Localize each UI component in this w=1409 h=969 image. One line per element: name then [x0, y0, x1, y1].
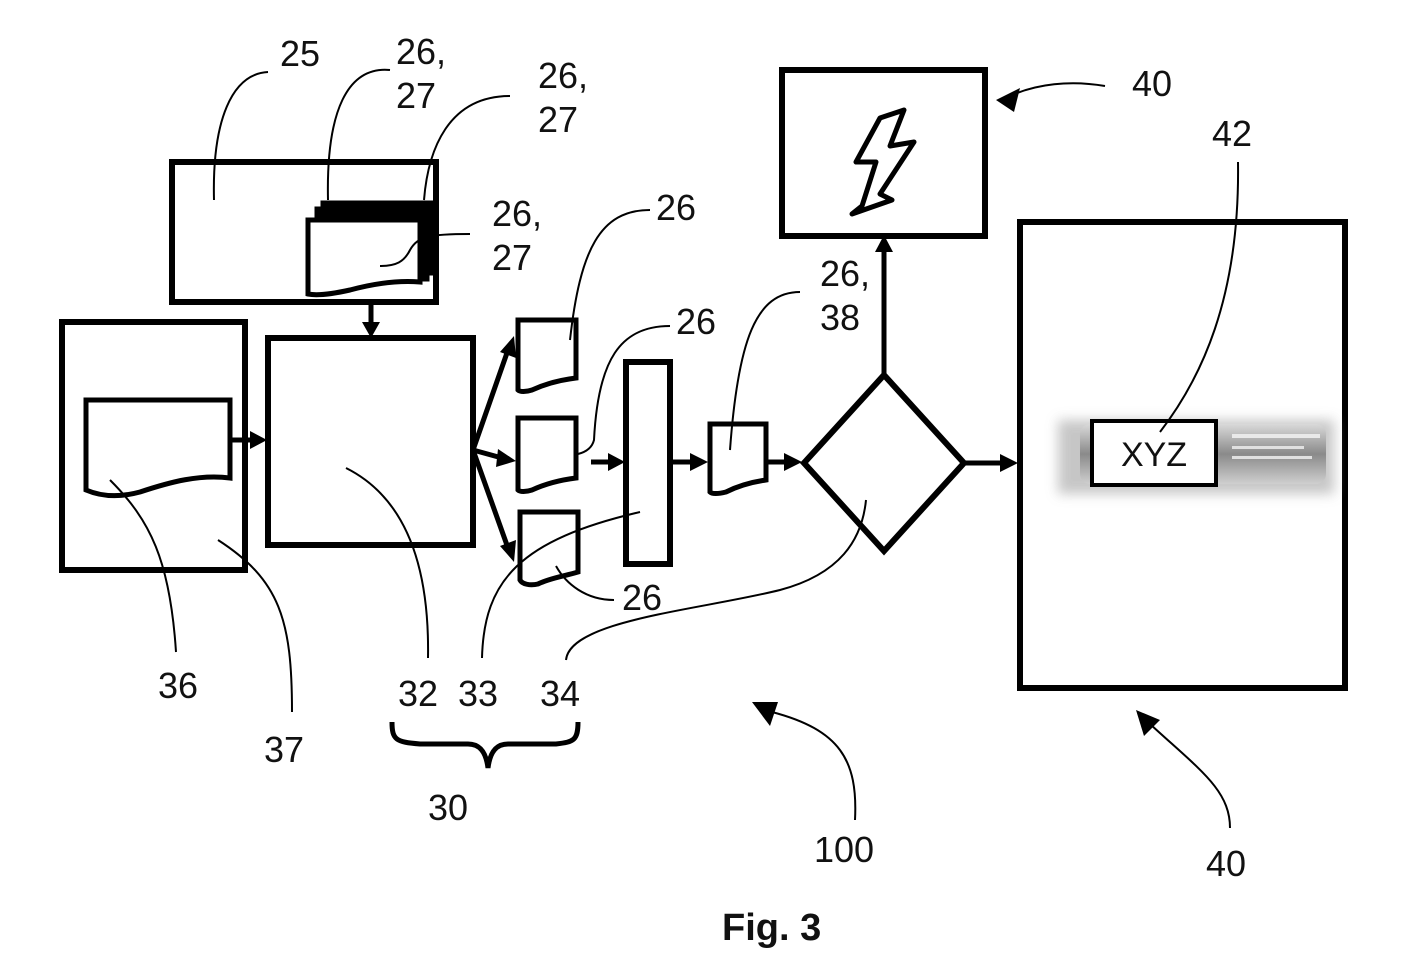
label-37: 37 [264, 729, 304, 770]
stacked-document-front [308, 220, 420, 295]
reference-arrow-40-top [1010, 83, 1105, 96]
battery-label-text: XYZ [1121, 436, 1187, 474]
battery-print-line [1232, 456, 1312, 459]
label-36: 36 [158, 665, 198, 706]
label-30: 30 [428, 787, 468, 828]
label-25: 25 [280, 33, 320, 74]
figure-caption: Fig. 3 [722, 907, 821, 949]
label-26-27-c-line2: 27 [492, 237, 532, 278]
label-26-38-line2: 38 [820, 297, 860, 338]
battery-print-line [1232, 446, 1304, 449]
arrowhead [752, 702, 778, 726]
arrowhead [1000, 454, 1018, 472]
label-26-top: 26 [656, 187, 696, 228]
leader-34 [566, 500, 866, 660]
group-brace-30 [392, 722, 578, 768]
label-26-27-c-line1: 26, [492, 193, 542, 234]
filter-bar-33 [626, 362, 670, 564]
label-26-27-b-line2: 27 [538, 99, 578, 140]
output-document-bottom [520, 512, 578, 585]
arrowhead [608, 453, 625, 471]
arrowhead [1136, 710, 1160, 736]
output-document-top [518, 320, 576, 392]
leader-26-top [570, 210, 650, 340]
arrow-32-to-doc-top [473, 350, 508, 450]
label-26-38-line1: 26, [820, 253, 870, 294]
label-40-bottom: 40 [1206, 843, 1246, 884]
label-33: 33 [458, 673, 498, 714]
decision-diamond-34 [804, 375, 964, 551]
arrowhead [690, 453, 708, 471]
result-document-26-38 [710, 424, 766, 494]
arrowhead [996, 88, 1020, 112]
label-100: 100 [814, 829, 874, 870]
label-26-27-a-line1: 26, [396, 31, 446, 72]
label-32: 32 [398, 673, 438, 714]
battery-icon [1058, 420, 1334, 494]
arrowhead [784, 453, 802, 471]
label-40-top: 40 [1132, 63, 1172, 104]
arrowhead [250, 431, 267, 449]
label-26-27-b-line1: 26, [538, 55, 588, 96]
reference-arrow-40-bottom [1150, 724, 1230, 828]
arrowhead [496, 449, 516, 467]
label-26-mid: 26 [676, 301, 716, 342]
label-26-bot: 26 [622, 577, 662, 618]
document-stack [308, 202, 434, 295]
battery-print-line [1232, 434, 1320, 438]
arrowhead [500, 336, 516, 358]
processing-box-32 [268, 338, 473, 545]
output-document-middle [518, 418, 576, 492]
label-34: 34 [540, 673, 580, 714]
label-26-27-a-line2: 27 [396, 75, 436, 116]
label-42: 42 [1212, 113, 1252, 154]
arrowhead [500, 540, 516, 562]
reference-arrow-100 [772, 712, 855, 820]
